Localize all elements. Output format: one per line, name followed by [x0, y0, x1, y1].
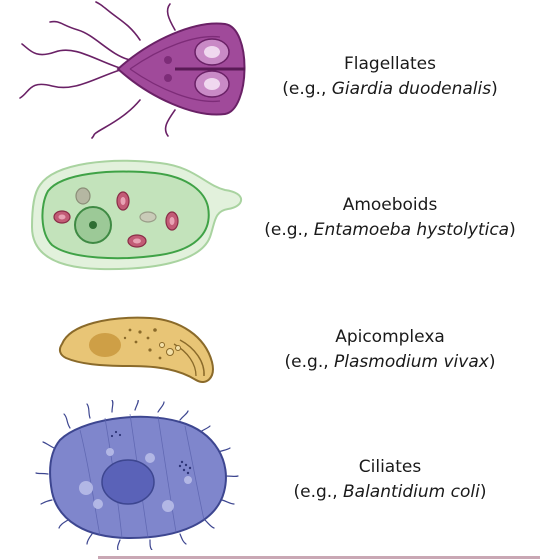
organism-example: (e.g., Entamoeba hystolytica) [250, 218, 530, 243]
example-prefix: (e.g., [264, 220, 314, 240]
example-prefix: (e.g., [282, 79, 332, 99]
example-species: Balantidium coli [343, 482, 480, 502]
organism-example: (e.g., Giardia duodenalis) [250, 77, 530, 102]
example-prefix: (e.g., [293, 482, 343, 502]
bottom-divider [98, 556, 540, 559]
example-suffix: ) [488, 352, 496, 372]
organism-row-apicomplexa: Apicomplexa (e.g., Plasmodium vivax) [0, 300, 540, 400]
balantidium-illustration [35, 400, 239, 550]
example-prefix: (e.g., [284, 352, 335, 372]
organism-caption: Amoeboids (e.g., Entamoeba hystolytica) [250, 193, 530, 243]
organism-row-flagellates: Flagellates (e.g., Giardia duodenalis) [0, 0, 540, 140]
giardia-illustration [19, 1, 246, 139]
organism-name: Ciliates [358, 457, 422, 477]
organism-caption: Ciliates (e.g., Balantidium coli) [250, 455, 530, 505]
organism-caption: Apicomplexa (e.g., Plasmodium vivax) [250, 325, 530, 375]
example-species: Giardia duodenalis [331, 79, 492, 99]
organism-name: Apicomplexa [335, 327, 445, 347]
organism-name: Amoeboids [342, 195, 438, 215]
organism-example: (e.g., Balantidium coli) [250, 480, 530, 505]
organism-row-ciliates: Ciliates (e.g., Balantidium coli) [0, 400, 540, 550]
entamoeba-illustration [30, 159, 243, 271]
example-suffix: ) [491, 79, 498, 99]
example-species: Entamoeba hystolytica [313, 220, 510, 240]
organism-row-amoeboids: Amoeboids (e.g., Entamoeba hystolytica) [0, 145, 540, 285]
plasmodium-illustration [58, 316, 214, 383]
organism-caption: Flagellates (e.g., Giardia duodenalis) [250, 52, 530, 102]
example-suffix: ) [479, 482, 487, 502]
organism-name: Flagellates [343, 54, 436, 74]
example-suffix: ) [509, 220, 516, 240]
organism-example: (e.g., Plasmodium vivax) [250, 350, 530, 375]
example-species: Plasmodium vivax [334, 352, 489, 372]
